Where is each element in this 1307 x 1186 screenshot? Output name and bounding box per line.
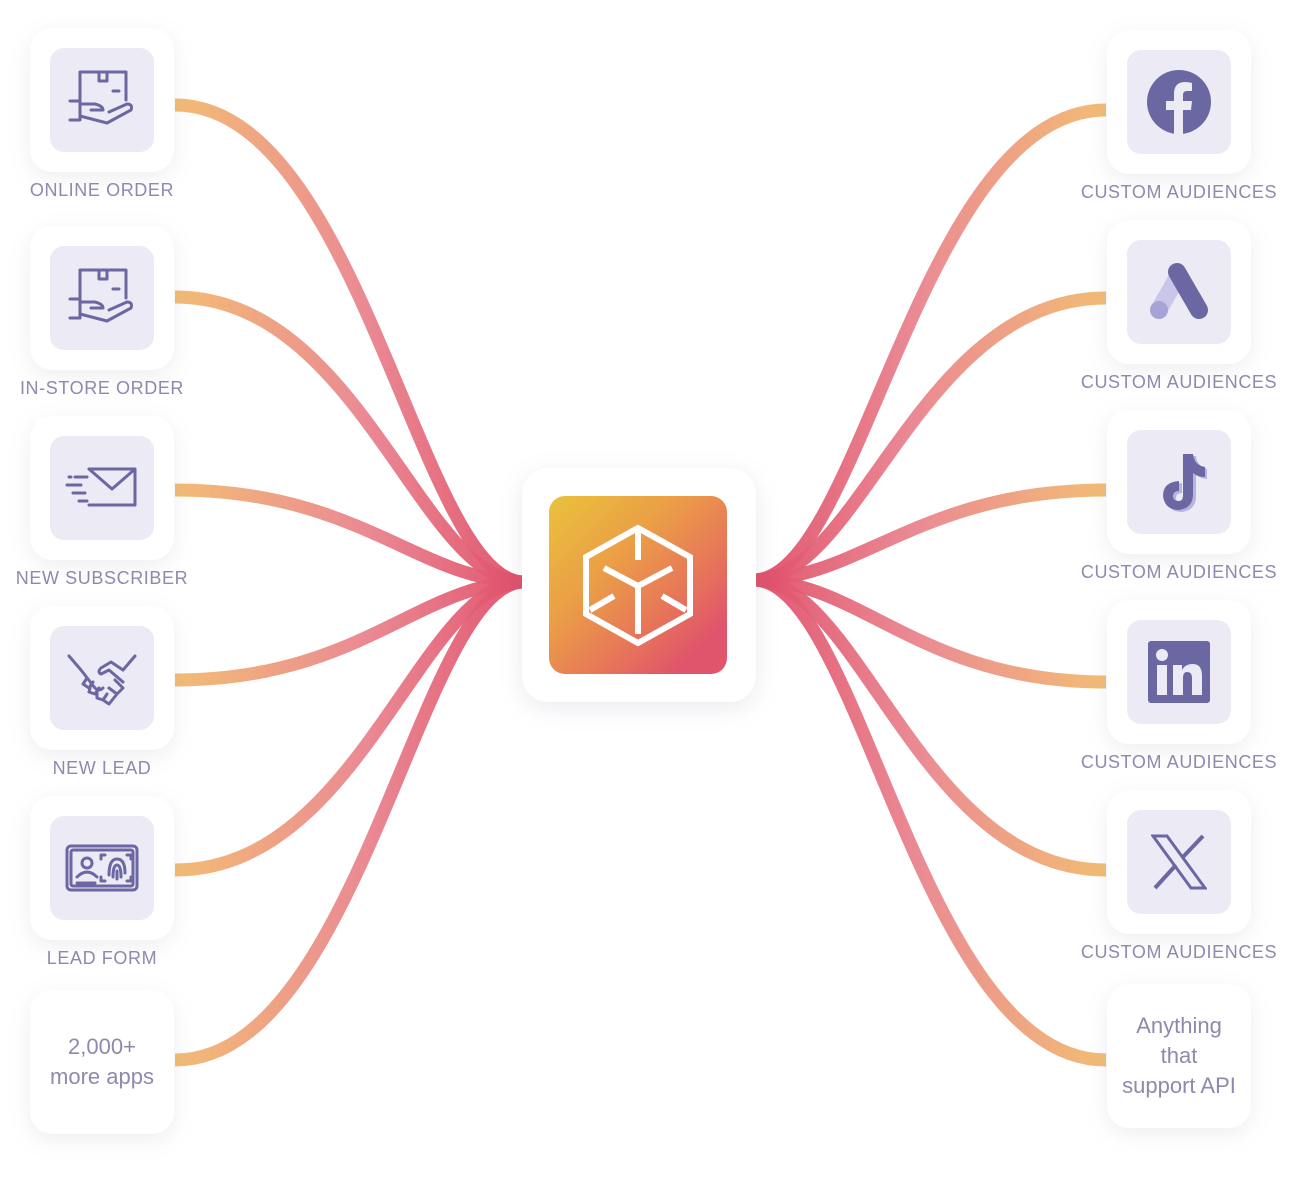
more-apps-card: 2,000+ more apps <box>30 990 174 1134</box>
x-icon <box>1127 810 1231 914</box>
destination-wire <box>753 291 1107 587</box>
destination-label: CUSTOM AUDIENCES <box>1080 942 1278 962</box>
google-ads-icon <box>1127 240 1231 344</box>
source-label: NEW LEAD <box>52 758 152 778</box>
destination-card-0 <box>1107 30 1251 174</box>
destination-card-2 <box>1107 410 1251 554</box>
facebook-icon <box>1127 50 1231 154</box>
source-wire <box>174 483 525 589</box>
source-card-2 <box>30 416 174 560</box>
destination-label: CUSTOM AUDIENCES <box>1080 372 1278 392</box>
destination-card-4 <box>1107 790 1251 934</box>
destination-wire <box>753 573 1107 689</box>
destination-card-1 <box>1107 220 1251 364</box>
linkedin-icon <box>1127 620 1231 724</box>
tiktok-icon <box>1127 430 1231 534</box>
source-label: LEAD FORM <box>46 948 158 968</box>
any-api-text-2: that <box>1160 1043 1198 1068</box>
source-wire <box>174 98 525 589</box>
source-label: IN-STORE ORDER <box>19 378 185 398</box>
source-card-4 <box>30 796 174 940</box>
source-wire <box>174 575 525 687</box>
hand-package-icon <box>50 246 154 350</box>
source-card-0 <box>30 28 174 172</box>
destination-wire <box>753 573 1107 877</box>
source-wire <box>174 290 525 589</box>
destination-label: CUSTOM AUDIENCES <box>1080 562 1278 582</box>
cube-logo-icon <box>583 524 693 647</box>
fast-mail-icon <box>50 436 154 540</box>
source-card-3 <box>30 606 174 750</box>
destination-label: CUSTOM AUDIENCES <box>1080 182 1278 202</box>
handshake-icon <box>50 626 154 730</box>
source-label: ONLINE ORDER <box>29 180 175 200</box>
id-fingerprint-icon <box>50 816 154 920</box>
source-wire <box>174 575 525 1067</box>
more-apps-text: more apps <box>50 1064 154 1089</box>
destination-label: CUSTOM AUDIENCES <box>1080 752 1278 772</box>
any-api-card: Anything that support API <box>1107 984 1251 1128</box>
hand-package-icon <box>50 48 154 152</box>
destination-wire <box>753 483 1107 587</box>
destination-wire <box>753 573 1107 1067</box>
more-apps-count: 2,000+ <box>68 1034 136 1059</box>
hub-card <box>522 468 756 702</box>
source-label: NEW SUBSCRIBER <box>15 568 189 588</box>
any-api-text-3: support API <box>1122 1073 1236 1098</box>
destination-wire <box>753 103 1107 587</box>
destination-card-3 <box>1107 600 1251 744</box>
any-api-text-1: Anything <box>1136 1013 1222 1038</box>
source-card-1 <box>30 226 174 370</box>
hub-logo <box>549 496 727 674</box>
